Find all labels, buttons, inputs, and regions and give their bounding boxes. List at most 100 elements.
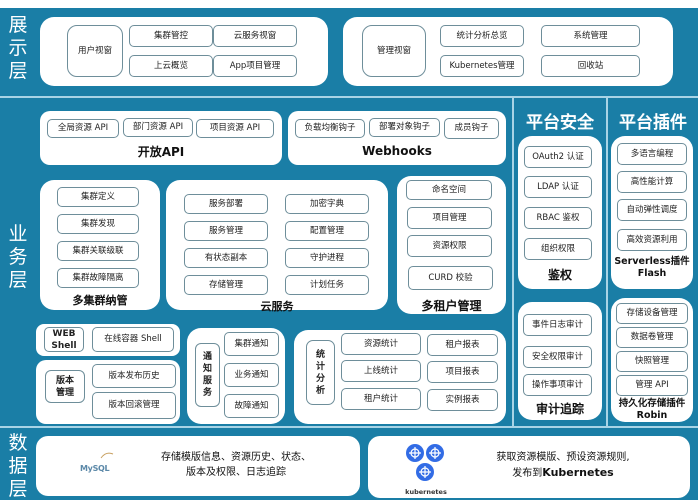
open-api-title: 开放API: [137, 145, 185, 159]
version-rollback-box: 版本回滚管理: [92, 392, 176, 419]
serverless-plugin-title: Serverless插件 Flash: [614, 256, 690, 279]
business-notification-box: 业务通知: [224, 363, 279, 387]
notification-service-panel: 通 知 服 务 集群通知 业务通知 故障通知: [187, 328, 285, 424]
kubernetes-management-box: Kubernetes管理: [440, 55, 524, 77]
deploy-object-hook-box: 部署对象钩子: [369, 118, 440, 137]
multi-tenant-title: 多租户管理: [421, 299, 482, 313]
rbac-auth-box: RBAC 鉴权: [524, 207, 592, 229]
tenant-report-box: 租户报表: [427, 334, 498, 356]
storage-plugin-panel: 存储设备管理 数据卷管理 快照管理 管理 API 持久化存储插件 Robin: [611, 298, 693, 422]
resource-stats-box: 资源统计: [341, 333, 421, 355]
cluster-fault-isolation-box: 集群故障隔离: [57, 268, 139, 288]
user-view-box: 用户视窗: [67, 25, 123, 77]
admin-view-box: 管理视窗: [362, 25, 426, 77]
webhooks-title: Webhooks: [362, 144, 432, 158]
stats-overview-box: 统计分析总览: [440, 25, 524, 47]
service-deploy-box: 服务部署: [184, 194, 268, 214]
data-layer-label: 数据层: [8, 432, 28, 500]
column-separator: [606, 98, 608, 426]
user-view-panel: 用户视窗 集群管控 云服务视窗 上云概览 App项目管理: [40, 17, 328, 86]
admin-view-panel: 管理视窗 统计分析总览 系统管理 Kubernetes管理 回收站: [343, 17, 673, 86]
daemon-process-box: 守护进程: [285, 248, 369, 268]
config-management-box: 配置管理: [285, 221, 369, 241]
mysql-description: 存储模版信息、资源历史、状态、 版本及权限、日志追踪: [161, 452, 311, 478]
recycle-bin-box: 回收站: [541, 55, 640, 77]
multi-language-box: 多语言编程: [617, 143, 687, 165]
project-resource-api-box: 项目资源 API: [196, 119, 274, 138]
cluster-control-box: 集群管控: [129, 25, 213, 47]
project-report-box: 项目报表: [427, 361, 498, 383]
open-api-panel: 全局资源 API 部门资源 API 项目资源 API 开放API: [40, 111, 282, 165]
snapshot-management-box: 快照管理: [616, 351, 688, 372]
layer-separator: [0, 426, 698, 428]
instance-report-box: 实例报表: [427, 389, 498, 411]
cluster-definition-box: 集群定义: [57, 187, 139, 207]
project-management-box: 项目管理: [407, 207, 492, 229]
version-management-panel: 版本 管理 版本发布历史 版本回滚管理: [36, 360, 180, 424]
web-shell-panel: WEB Shell 在线容器 Shell: [36, 324, 180, 356]
cluster-discovery-box: 集群发现: [57, 214, 139, 234]
auto-scaling-box: 自动弹性调度: [617, 199, 687, 221]
presentation-layer-label: 展示层: [8, 14, 28, 82]
namespace-box: 命名空间: [406, 180, 492, 200]
auth-title: 鉴权: [547, 268, 572, 282]
cluster-cascade-box: 集群关联级联: [57, 241, 139, 261]
org-permission-box: 组织权限: [524, 238, 592, 260]
high-performance-compute-box: 高性能计算: [617, 171, 687, 193]
statistics-label: 统 计 分 析: [306, 340, 335, 405]
system-management-box: 系统管理: [541, 25, 640, 47]
multi-cluster-panel: 集群定义 集群发现 集群关联级联 集群故障隔离 多集群纳管: [40, 180, 160, 310]
multi-tenant-panel: 命名空间 项目管理 资源权限 CURD 校验 多租户管理: [397, 176, 506, 314]
storage-device-box: 存储设备管理: [616, 303, 688, 324]
auth-panel: OAuth2 认证 LDAP 认证 RBAC 鉴权 组织权限 鉴权: [518, 136, 602, 289]
kubernetes-description: 获取资源模版、预设资源规则, 发布到Kubernetes: [496, 452, 630, 479]
online-container-shell-box: 在线容器 Shell: [92, 327, 174, 352]
mysql-panel: MySQL 存储模版信息、资源历史、状态、 版本及权限、日志追踪: [36, 436, 360, 496]
storage-management-box: 存储管理: [184, 275, 268, 295]
multi-cluster-title: 多集群纳管: [72, 294, 128, 307]
app-project-management-box: App项目管理: [213, 55, 297, 77]
version-management-label: 版本 管理: [45, 370, 85, 403]
load-balancer-hook-box: 负载均衡钩子: [295, 119, 365, 138]
kubernetes-panel: kubernetes 获取资源模版、预设资源规则, 发布到Kubernetes: [368, 436, 690, 498]
fault-notification-box: 故障通知: [224, 394, 279, 418]
platform-security-header: 平台安全: [526, 113, 594, 133]
online-stats-box: 上线统计: [341, 360, 421, 382]
column-separator: [512, 98, 514, 426]
audit-panel: 事件日志审计 安全权限审计 操作事项审计 审计追踪: [518, 302, 602, 420]
cloud-overview-box: 上云概览: [129, 55, 213, 77]
audit-title: 审计追踪: [535, 402, 584, 416]
cloud-service-view-box: 云服务视窗: [213, 25, 297, 47]
scheduled-task-box: 计划任务: [285, 275, 369, 295]
secret-dictionary-box: 加密字典: [285, 194, 369, 214]
stateful-replica-box: 有状态副本: [184, 248, 268, 268]
platform-plugins-header: 平台插件: [619, 113, 687, 133]
mysql-logo-icon: MySQL: [80, 452, 120, 474]
ldap-auth-box: LDAP 认证: [524, 176, 592, 198]
kubernetes-logo-icon: kubernetes: [404, 442, 448, 496]
cluster-notification-box: 集群通知: [224, 332, 279, 356]
security-permission-audit-box: 安全权限审计: [523, 346, 592, 368]
management-api-box: 管理 API: [616, 375, 688, 396]
tenant-stats-box: 租户统计: [341, 388, 421, 410]
webhooks-panel: 负载均衡钩子 部署对象钩子 成员钩子 Webhooks: [288, 111, 506, 165]
architecture-diagram: 展示层 用户视窗 集群管控 云服务视窗 上云概览 App项目管理 管理视窗 统计…: [0, 8, 698, 500]
resource-permission-box: 资源权限: [407, 235, 492, 257]
curd-validation-box: CURD 校验: [408, 266, 493, 290]
efficient-resource-box: 高效资源利用: [617, 229, 687, 251]
department-resource-api-box: 部门资源 API: [123, 118, 193, 137]
layer-separator: [0, 96, 698, 98]
service-management-box: 服务管理: [184, 221, 268, 241]
operation-audit-box: 操作事项审计: [523, 374, 592, 396]
event-log-audit-box: 事件日志审计: [523, 314, 592, 336]
data-volume-box: 数据卷管理: [616, 327, 688, 348]
member-hook-box: 成员钩子: [444, 118, 499, 139]
cloud-service-title: 云服务: [260, 300, 294, 313]
statistics-panel: 统 计 分 析 资源统计 上线统计 租户统计 租户报表 项目报表 实例报表: [294, 330, 506, 424]
cloud-service-panel: 服务部署 服务管理 有状态副本 存储管理 加密字典 配置管理 守护进程 计划任务…: [166, 180, 388, 313]
global-resource-api-box: 全局资源 API: [47, 119, 119, 138]
oauth2-auth-box: OAuth2 认证: [524, 146, 592, 168]
version-release-history-box: 版本发布历史: [92, 364, 176, 388]
notification-service-label: 通 知 服 务: [195, 343, 220, 407]
web-shell-label: WEB Shell: [44, 327, 84, 352]
